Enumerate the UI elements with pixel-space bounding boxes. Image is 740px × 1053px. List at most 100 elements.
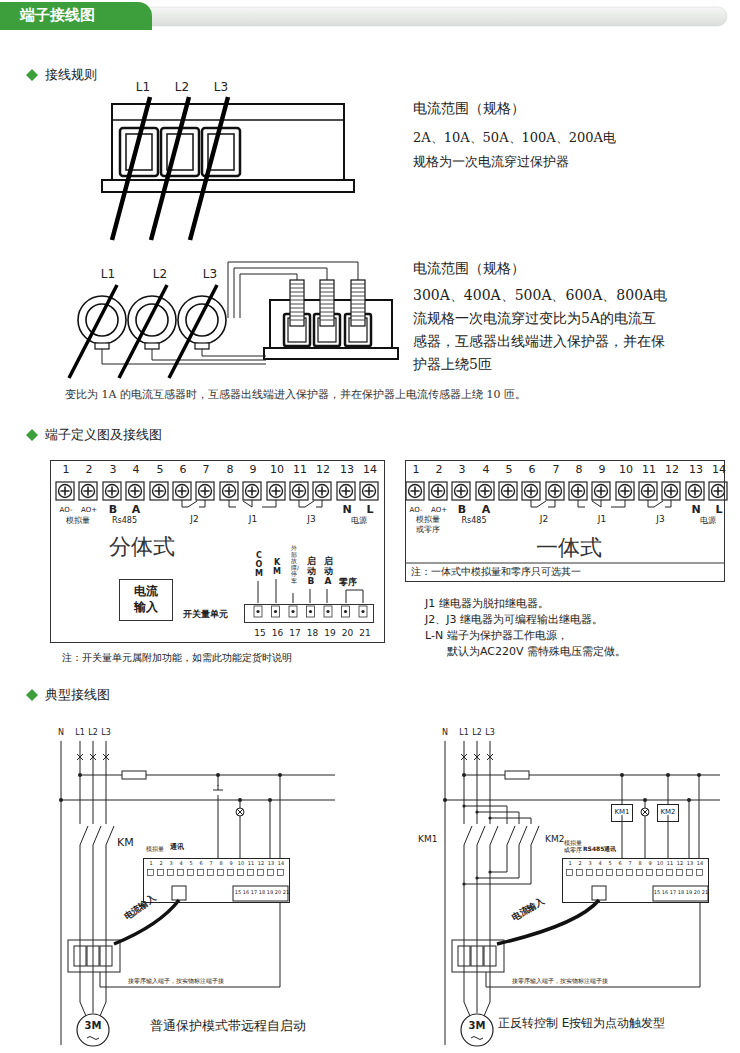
box-text: 17 — [289, 628, 300, 639]
protector-panel: 1234567891011121314AO-AO+模拟量BARs485J2J1J… — [50, 460, 385, 643]
annotation-text: L3 — [214, 80, 228, 94]
current-input-box: 电流输入 — [119, 579, 173, 621]
box-text: A — [132, 503, 141, 516]
box-text: AO- — [410, 506, 423, 514]
box-text: COM — [255, 552, 263, 578]
box-text: 20 — [342, 628, 353, 639]
coil-box: KM2 — [657, 804, 679, 822]
box-text: B — [109, 503, 117, 516]
box-text: 6 — [180, 463, 187, 476]
protector-box: 模拟量通讯123456789101112131415161718192021 — [143, 858, 290, 903]
box-text: 模拟量或零序 — [564, 839, 584, 853]
box-text: 19 — [324, 628, 335, 639]
box-text: 16 — [272, 628, 283, 639]
box-text: 电流输入 — [133, 584, 159, 615]
box-text: 启动A — [324, 557, 333, 587]
box-text: 1 — [568, 860, 571, 866]
box-text: 1 — [149, 860, 152, 866]
box-text: KM2 — [660, 808, 675, 817]
box-text: 9 — [229, 860, 232, 866]
box-text: 9 — [250, 463, 257, 476]
box-text: 12 — [316, 463, 330, 476]
box-text: 8 — [227, 463, 234, 476]
box-text: N — [342, 503, 351, 516]
annotation-text: 2A、10A、50A、100A、200A电规格为一次电流穿过保护器 — [413, 126, 623, 174]
box-text: 15 — [235, 889, 241, 895]
box-text: 11 — [642, 463, 656, 476]
box-text: 6 — [618, 860, 621, 866]
box-text: J1 — [598, 514, 606, 525]
box-text: 9 — [648, 860, 651, 866]
box-text: 19 — [267, 889, 273, 895]
box-text: 8 — [576, 463, 583, 476]
box-text: AO+ — [81, 506, 97, 514]
box-text: 10 — [657, 860, 663, 866]
box-text: Rs485 — [112, 516, 137, 526]
box-text: 15 — [654, 889, 660, 895]
box-text: 18 — [678, 889, 684, 895]
box-text: 8 — [219, 860, 222, 866]
box-text: 2 — [159, 860, 162, 866]
annotation-text: KM2 — [545, 834, 564, 845]
box-text: 11 — [667, 860, 673, 866]
box-text: 分体式 — [109, 534, 175, 560]
annotation-text: 端子定义图及接线图 — [45, 427, 162, 443]
box-text: 14 — [278, 860, 284, 866]
annotation-text: 电流范围（规格） — [413, 260, 525, 277]
box-text: J1 — [249, 514, 257, 525]
box-text: J2 — [540, 514, 548, 525]
annotation-text: L2 — [472, 728, 482, 738]
box-text: L — [715, 503, 722, 516]
annotation-text: 300A、400A、500A、600A、800A电流规格一次电流穿过变比为5A的… — [413, 284, 668, 376]
annotation-text: L1 — [459, 728, 469, 738]
box-text: 13 — [268, 860, 274, 866]
motor-symbol: 3M — [460, 1013, 494, 1047]
box-text: 5 — [506, 463, 513, 476]
annotation-text: L3 — [101, 728, 111, 738]
box-text: 19 — [686, 889, 692, 895]
box-text: 12 — [258, 860, 264, 866]
box-text: 11 — [248, 860, 254, 866]
box-text: 7 — [553, 463, 560, 476]
box-text: AO- — [60, 506, 73, 514]
box-text: 13 — [687, 860, 693, 866]
annotation-text: L2 — [175, 80, 189, 94]
box-text: 18 — [307, 628, 318, 639]
box-text: 20 — [275, 889, 281, 895]
box-text: L — [366, 503, 373, 516]
box-text: 16 — [662, 889, 668, 895]
box-text: 10 — [619, 463, 633, 476]
box-text: 7 — [628, 860, 631, 866]
box-text: 3M — [469, 1019, 486, 1032]
box-text: 2 — [86, 463, 93, 476]
box-text: 2 — [578, 860, 581, 866]
box-text: B — [458, 503, 466, 516]
box-text: 10 — [238, 860, 244, 866]
box-text: 5 — [189, 860, 192, 866]
box-text: 5 — [608, 860, 611, 866]
annotation-text: L2 — [88, 728, 98, 738]
annotation-text: 接线规则 — [45, 67, 97, 83]
annotation-text: 电流输入 — [122, 893, 158, 922]
box-text: 注：一体式中模拟量和零序只可选其一 — [411, 566, 581, 578]
box-text: 电源 — [351, 516, 367, 526]
box-text: 20 — [694, 889, 700, 895]
annotation-text: L3 — [203, 267, 217, 281]
box-text: 4 — [598, 860, 601, 866]
annotation-text: 典型接线图 — [45, 687, 110, 703]
box-text: Rs485 — [462, 516, 487, 526]
box-text: 14 — [363, 463, 377, 476]
box-text: 3 — [169, 860, 172, 866]
box-text: 3 — [110, 463, 117, 476]
box-text: 零序 — [339, 577, 357, 588]
box-text: 电源 — [700, 516, 716, 526]
annotation-text: L3 — [485, 728, 495, 738]
box-text: 开关量单元 — [183, 609, 228, 620]
annotation-text: L1 — [75, 728, 85, 738]
box-text: 模拟量或零序 — [415, 515, 441, 534]
box-text: 13 — [689, 463, 703, 476]
box-text: 6 — [199, 860, 202, 866]
box-text: 7 — [209, 860, 212, 866]
